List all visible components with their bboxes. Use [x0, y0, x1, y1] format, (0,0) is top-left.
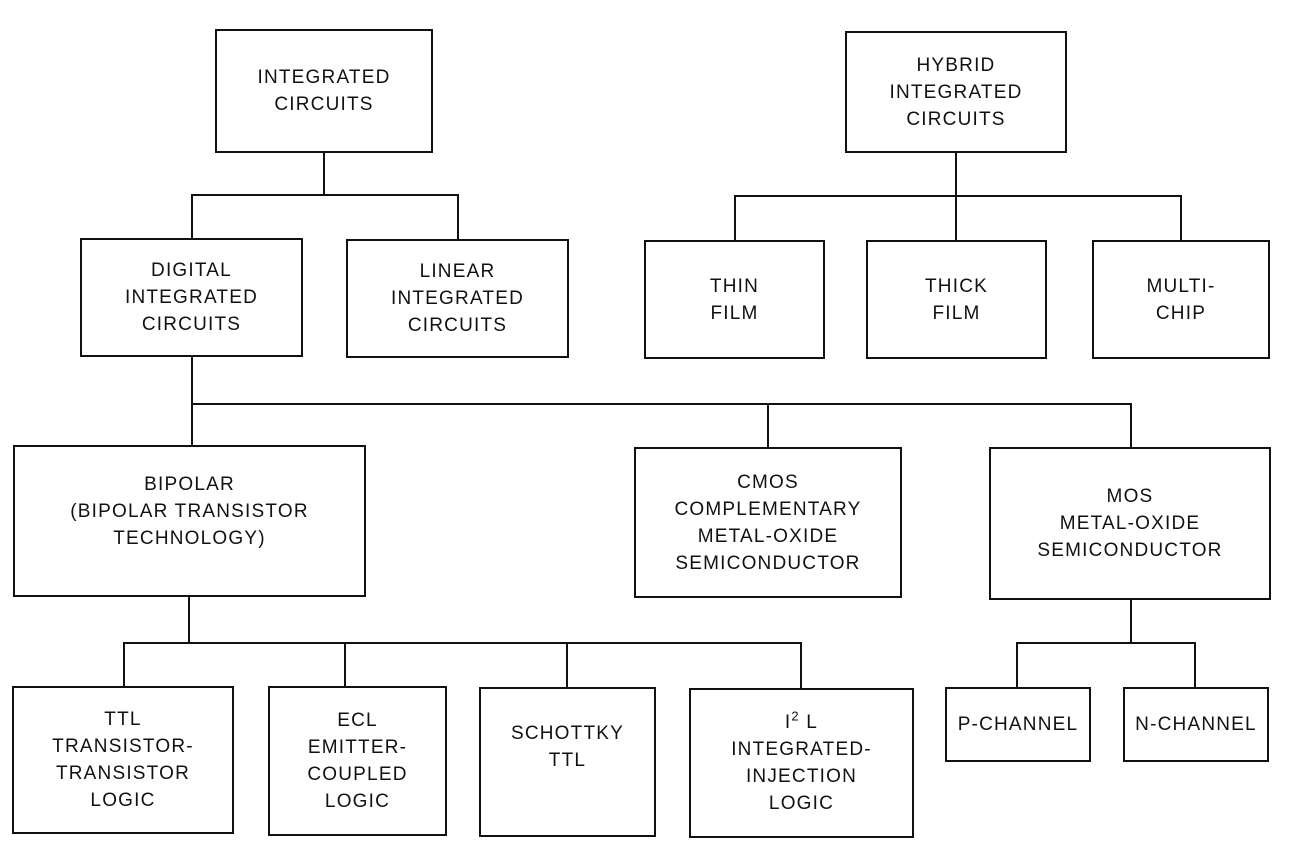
label-line: TRANSISTOR [55, 763, 191, 784]
label-line: FILM [710, 302, 759, 324]
label-line: ECL [337, 710, 378, 731]
box-label: HYBRID INTEGRATED CIRCUITS [889, 52, 1022, 133]
box-label: INTEGRATED CIRCUITS [257, 64, 390, 118]
box-label: ECL EMITTER- COUPLED LOGIC [307, 707, 407, 815]
box-label: THIN FILM [710, 273, 759, 327]
label-line: LINEAR [419, 261, 496, 282]
thin-film-box: THIN FILM [644, 240, 825, 359]
cmos-box: CMOS COMPLEMENTARY METAL-OXIDE SEMICONDU… [634, 447, 902, 598]
schottky-ttl-box: SCHOTTKY TTL [479, 687, 656, 837]
n-channel-box: N-CHANNEL [1123, 687, 1269, 762]
label-line: BIPOLAR [144, 473, 235, 495]
box-label: THICK FILM [925, 273, 988, 327]
box-label: MOS METAL-OXIDE SEMICONDUCTOR [1037, 483, 1222, 564]
label-line: TECHNOLOGY) [113, 527, 266, 549]
hybrid-integrated-circuits-box: HYBRID INTEGRATED CIRCUITS [845, 31, 1067, 153]
label-line: INTEGRATED [390, 288, 525, 309]
label-line: SEMICONDUCTOR [675, 552, 861, 574]
label-line: EMITTER- [307, 737, 408, 758]
label-line: CIRCUITS [407, 315, 508, 336]
mos-box: MOS METAL-OXIDE SEMICONDUCTOR [989, 447, 1271, 600]
label-line: INTEGRATED [889, 81, 1023, 103]
ttl-box: TTL TRANSISTOR- TRANSISTOR LOGIC [12, 686, 234, 834]
label-line: CIRCUITS [141, 314, 242, 335]
label-line: TRANSISTOR- [52, 736, 194, 757]
label-line: LOGIC [324, 791, 391, 812]
label-line: CMOS [737, 471, 799, 493]
ecl-box: ECL EMITTER- COUPLED LOGIC [268, 686, 447, 836]
label-line: THICK [925, 275, 988, 297]
i2l-box: I2 L INTEGRATED- INJECTION LOGIC [689, 688, 914, 838]
box-label: BIPOLAR (BIPOLAR TRANSISTOR TECHNOLOGY) [70, 471, 309, 552]
bipolar-box: BIPOLAR (BIPOLAR TRANSISTOR TECHNOLOGY) [13, 445, 366, 597]
p-channel-box: P-CHANNEL [945, 687, 1091, 762]
label-line: N-CHANNEL [1135, 714, 1257, 735]
i2l-symbol-superscript: 2 [791, 708, 800, 724]
label-line: INTEGRATED- [731, 739, 872, 760]
label-line: TTL [104, 709, 142, 730]
box-label: DIGITAL INTEGRATED CIRCUITS [125, 257, 258, 338]
label-line: METAL-OXIDE [697, 525, 839, 547]
box-label: I2 L INTEGRATED- INJECTION LOGIC [731, 709, 872, 817]
label-line: THIN [709, 275, 760, 297]
label-line: CIRCUITS [906, 108, 1006, 130]
i2l-symbol-tail: L [799, 712, 819, 733]
label-line: P-CHANNEL [957, 714, 1079, 735]
label-line: INTEGRATED [124, 287, 259, 308]
label-line: FILM [932, 302, 981, 324]
thick-film-box: THICK FILM [866, 240, 1047, 359]
label-line: DIGITAL [151, 260, 232, 281]
i2l-symbol-base: I [784, 712, 792, 733]
box-label: TTL TRANSISTOR- TRANSISTOR LOGIC [52, 706, 194, 814]
label-line: COMPLEMENTARY [674, 498, 862, 520]
label-line: METAL-OXIDE [1059, 513, 1201, 534]
box-label: P-CHANNEL [958, 711, 1079, 738]
label-line: TTL [548, 750, 587, 771]
label-line: LOGIC [90, 790, 156, 811]
label-line: CIRCUITS [274, 94, 374, 115]
box-label: N-CHANNEL [1135, 711, 1257, 738]
label-line: INTEGRATED [257, 67, 391, 88]
label-line: LOGIC [768, 793, 835, 814]
label-line: (BIPOLAR TRANSISTOR [70, 500, 309, 522]
label-line: SEMICONDUCTOR [1037, 540, 1223, 561]
label-line: SCHOTTKY [510, 723, 625, 744]
linear-integrated-circuits-box: LINEAR INTEGRATED CIRCUITS [346, 239, 569, 358]
box-label: CMOS COMPLEMENTARY METAL-OXIDE SEMICONDU… [675, 469, 862, 577]
label-line: HYBRID [916, 54, 996, 76]
digital-integrated-circuits-box: DIGITAL INTEGRATED CIRCUITS [80, 238, 303, 357]
label-line: COUPLED [307, 764, 408, 785]
label-line: MULTI- [1146, 275, 1216, 297]
box-label: SCHOTTKY TTL [511, 720, 624, 774]
i2l-symbol: I2 L [731, 709, 872, 736]
multi-chip-box: MULTI- CHIP [1092, 240, 1270, 359]
integrated-circuits-box: INTEGRATED CIRCUITS [215, 29, 433, 153]
box-label: LINEAR INTEGRATED CIRCUITS [391, 258, 524, 339]
label-line: MOS [1106, 486, 1154, 507]
box-label: MULTI- CHIP [1146, 273, 1215, 327]
label-line: CHIP [1155, 302, 1207, 324]
label-line: INJECTION [745, 766, 858, 787]
